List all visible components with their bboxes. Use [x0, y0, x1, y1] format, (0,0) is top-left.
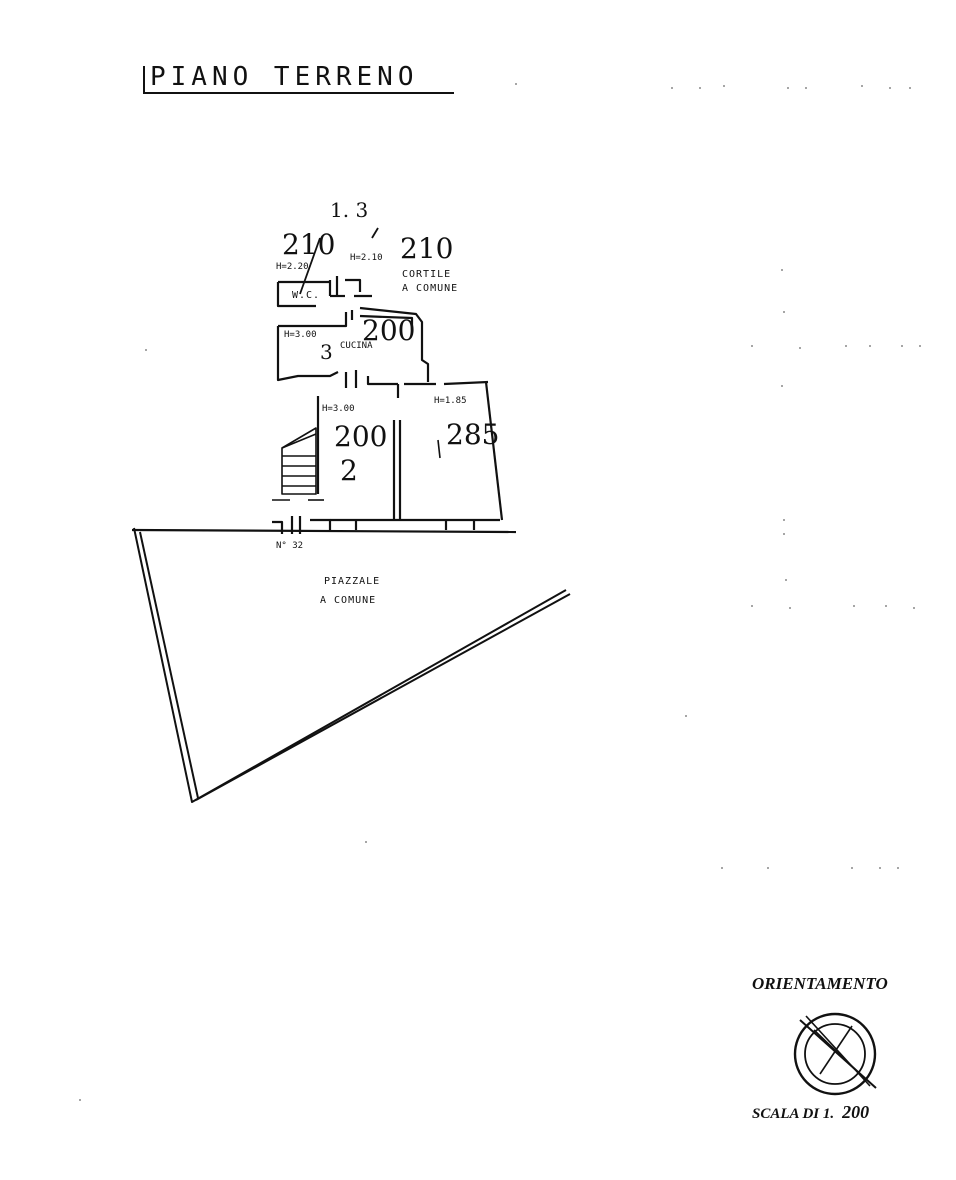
compass-icon — [793, 1012, 877, 1096]
height-room-2: H=3.00 — [322, 404, 355, 414]
handwritten-200-top: 200 — [362, 314, 416, 347]
piazzale-outline — [133, 527, 571, 803]
staircase — [272, 427, 324, 501]
scale-text: SCALA DI 1. — [752, 1106, 835, 1122]
handwritten-285: 285 — [446, 418, 500, 451]
street-line — [131, 528, 517, 534]
height-wc: H=2.20 — [276, 262, 309, 272]
handwritten-210-right: 210 — [400, 232, 454, 265]
handwritten-200-mid: 200 — [334, 420, 388, 453]
stroke-210 — [299, 237, 321, 295]
piazzale-label-1: PIAZZALE — [324, 576, 381, 587]
room-label-cucina: CUCINA — [340, 341, 373, 351]
title-underline — [144, 92, 454, 94]
civic-number: N° 32 — [276, 541, 304, 551]
scale-value: 200 — [842, 1102, 870, 1122]
handwritten-3: 3 — [320, 340, 333, 364]
handwritten-sheet-ref: 1. 3 — [330, 198, 369, 222]
lower-rooms-walls — [272, 381, 504, 534]
room-label-cortile-2: A COMUNE — [402, 283, 459, 294]
kitchen-walls — [276, 306, 489, 398]
height-corridor: H=2.10 — [350, 253, 383, 263]
scale-label: SCALA DI 1. 200 — [752, 1102, 869, 1123]
scan-specks — [79, 83, 921, 1101]
room-label-cortile-1: CORTILE — [402, 269, 452, 280]
plan-title: PIANO TERRENO — [150, 62, 419, 92]
room-label-wc: W.C. — [292, 290, 321, 301]
piazzale-label-2: A COMUNE — [320, 595, 377, 606]
title-bracket — [143, 66, 145, 94]
handwritten-210-left: 210 — [282, 228, 336, 261]
height-cucina: H=3.00 — [284, 330, 317, 340]
orientation-label: ORIENTAMENTO — [752, 974, 888, 993]
height-room-right: H=1.85 — [434, 396, 467, 406]
handwritten-2: 2 — [340, 454, 358, 487]
